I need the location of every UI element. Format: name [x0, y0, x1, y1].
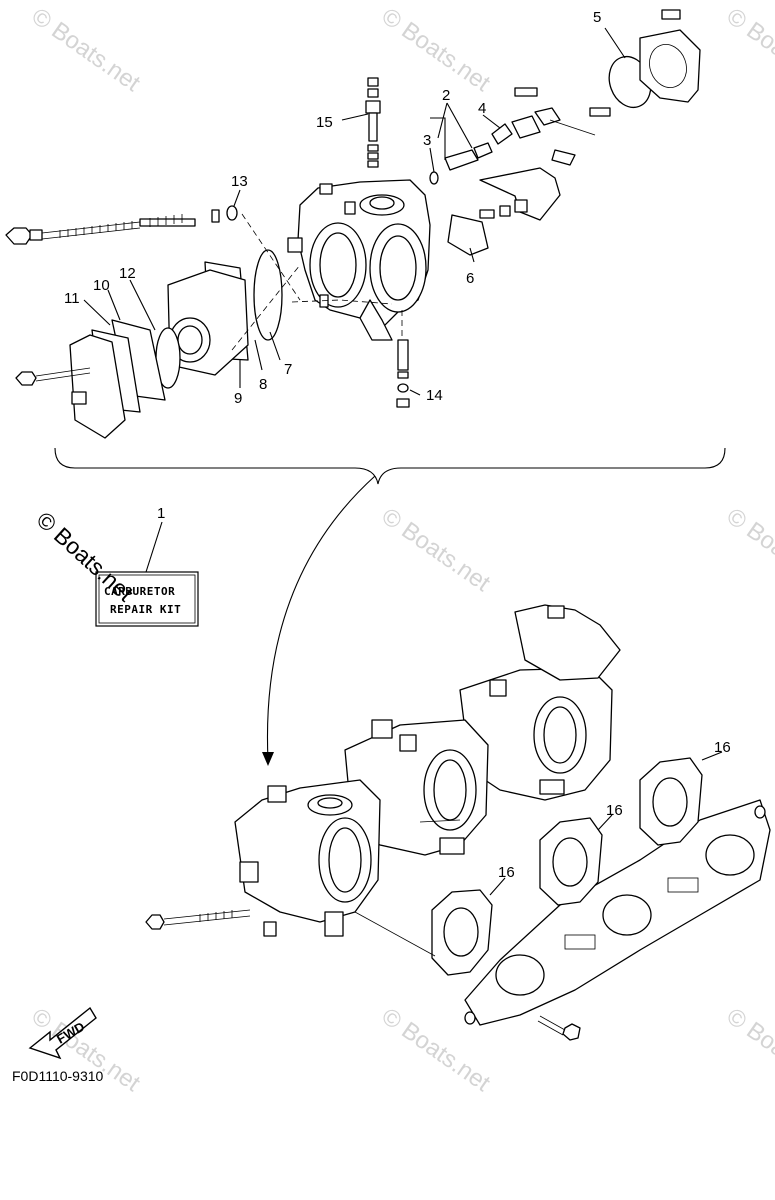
callout-7: 7 [284, 361, 292, 378]
diaphragm-assembly [608, 9, 701, 109]
leader-16 [597, 814, 613, 831]
repair-kit-label: CARBURETOR REPAIR KIT [95, 571, 199, 627]
guide-line [419, 819, 461, 823]
leader-1 [145, 521, 163, 573]
watermark: © Boats.net [722, 1003, 775, 1097]
watermark: © Boats.net [722, 503, 775, 597]
callouts-top: 2 4 3 5 15 13 6 12 10 11 7 8 9 14 [64, 9, 601, 407]
callout-14: 14 [426, 387, 443, 404]
watermark: © Boats.net [722, 3, 775, 97]
callout-13: 13 [231, 173, 248, 190]
carburetor-body [287, 179, 431, 341]
exploded-carburetor-view: 2 4 3 5 15 13 6 12 10 11 7 8 9 14 [5, 9, 701, 439]
main-jet [396, 339, 410, 408]
callout-6: 6 [466, 270, 474, 287]
callout-2: 2 [442, 87, 450, 104]
throttle-linkage [479, 87, 611, 221]
watermark: © Boats.net [27, 3, 146, 97]
callout-4: 4 [478, 100, 486, 117]
intake-manifold [464, 799, 771, 1026]
callout-16: 16 [606, 802, 623, 819]
leader-16 [701, 751, 723, 761]
needle-valve [365, 77, 381, 168]
watermark: © Boats.net [377, 503, 496, 597]
left-cover-stack [69, 249, 283, 439]
callout-9: 9 [234, 390, 242, 407]
callout-5: 5 [593, 9, 601, 26]
carburetor-assembly [145, 604, 621, 937]
manifold-gaskets [431, 757, 703, 976]
kit-label-line2: REPAIR KIT [110, 603, 181, 616]
idle-adjust-screw [5, 209, 220, 245]
manifold-bolt [537, 1015, 581, 1041]
gasket [447, 214, 489, 256]
leader-lines [83, 27, 626, 396]
copyright-overlay: © Boats.net [32, 506, 139, 606]
kit-label-line1: CARBURETOR [104, 585, 175, 598]
pilot-jet-parts [429, 123, 513, 185]
callout-16: 16 [714, 739, 731, 756]
group-brace [54, 447, 726, 485]
figure-code: F0D1110-9310 [12, 1068, 104, 1084]
callout-3: 3 [423, 132, 431, 149]
assembly-arrow [262, 475, 376, 766]
callout-15: 15 [316, 114, 333, 131]
callout-8: 8 [259, 376, 267, 393]
callout-1: 1 [157, 505, 165, 522]
callout-10: 10 [93, 277, 110, 294]
guide-line [354, 911, 436, 957]
alignment-lines [231, 213, 403, 351]
callout-11: 11 [64, 290, 80, 307]
callout-16: 16 [498, 864, 515, 881]
o-ring [226, 205, 238, 221]
callout-12: 12 [119, 265, 136, 282]
cover-bolt [15, 367, 91, 386]
leader-16 [489, 877, 506, 896]
watermark: © Boats.net [377, 3, 496, 97]
